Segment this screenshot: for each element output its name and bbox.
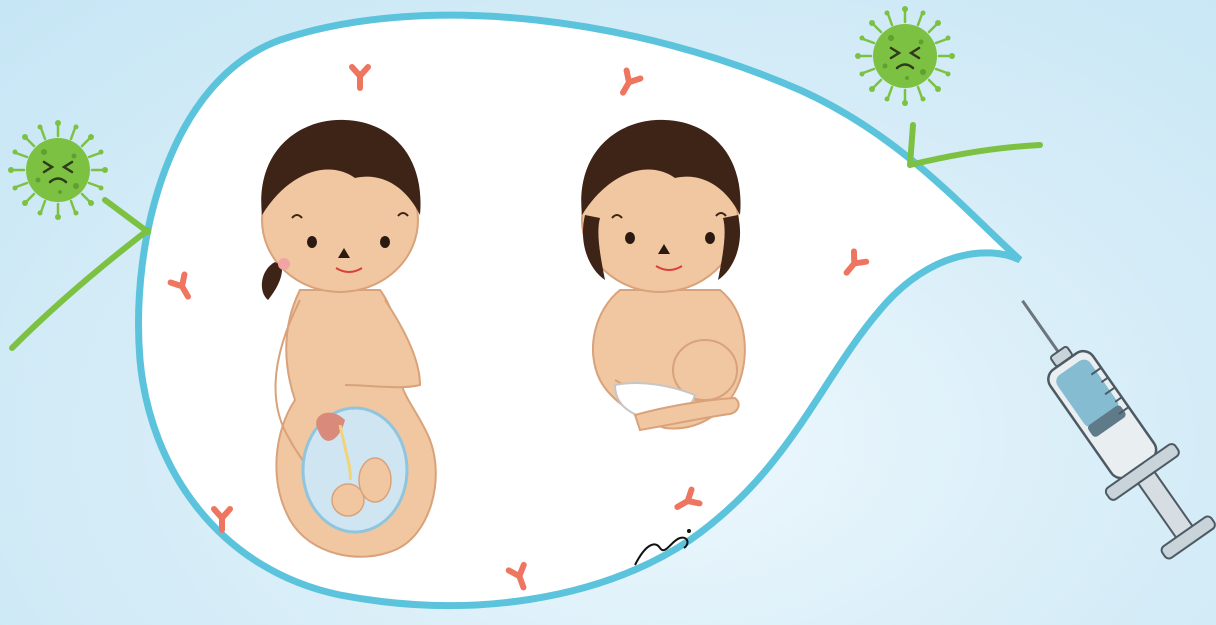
syringe-icon	[988, 277, 1216, 568]
protective-shield	[139, 15, 1020, 605]
virus-icon-left	[8, 120, 148, 348]
